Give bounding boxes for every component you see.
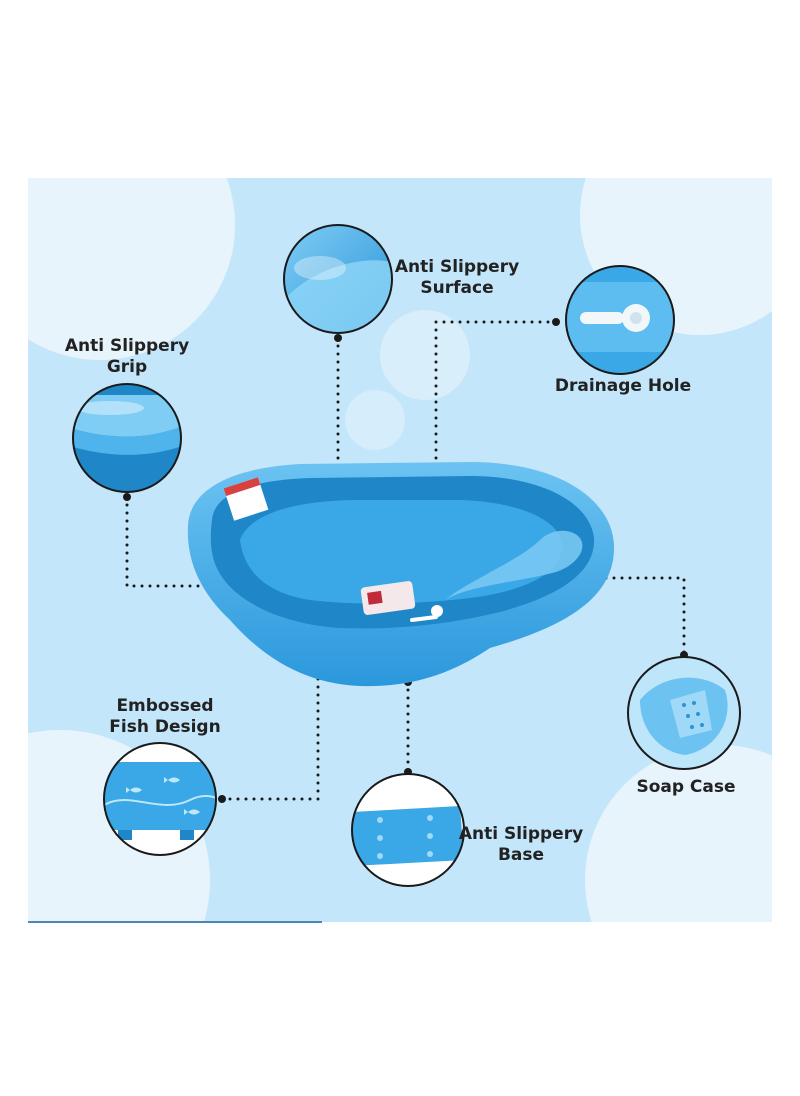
label-line: Embossed: [116, 696, 214, 716]
drain-plug-knob-center: [630, 312, 642, 324]
leader-dot: [218, 795, 226, 803]
grate-dot: [696, 712, 700, 716]
surface-highlight: [294, 256, 346, 280]
fish-panel-foot: [180, 830, 194, 840]
zoom-circle-grip: [72, 383, 182, 493]
fish-panel-foot: [118, 830, 132, 840]
zoom-circle-base: [351, 773, 465, 887]
soap-dish-closeup-icon: [640, 677, 728, 755]
base-foot: [427, 851, 433, 857]
brand-sticker: [360, 581, 416, 615]
label-line: Fish Design: [109, 717, 221, 737]
drain-plug-bar: [580, 312, 624, 324]
tub-surface-closeup-icon: [284, 256, 392, 333]
leader-fish: [220, 646, 320, 801]
brand-sticker-mark: [367, 590, 383, 605]
fish-mark: [126, 787, 142, 793]
leader-dot: [552, 318, 560, 326]
drain-plug-icon: [410, 605, 443, 622]
zoom-circle-border: [72, 383, 182, 493]
leader-dot: [334, 334, 342, 342]
bathtub-illustration: [187, 462, 615, 687]
label-line: Surface: [420, 278, 494, 298]
grate-dot: [690, 725, 694, 729]
base-foot: [377, 835, 383, 841]
bathtub-seat: [445, 530, 583, 600]
bubble-decoration: [345, 390, 405, 450]
grate-dot: [700, 723, 704, 727]
fish-mark: [184, 809, 200, 815]
grate-dot: [692, 701, 696, 705]
grip-highlight: [76, 401, 144, 415]
label-line: Drainage Hole: [554, 376, 692, 396]
bubble-decoration: [585, 745, 772, 922]
zoom-circle-border: [565, 265, 675, 375]
fish-wave: [104, 794, 216, 806]
zoom-circle-fish: [103, 742, 217, 856]
label-embossed-fish-design: Embossed Fish Design: [100, 696, 230, 738]
base-foot: [377, 817, 383, 823]
label-line: Anti Slippery: [394, 257, 520, 277]
leader-drainage: [434, 320, 558, 608]
label-line: Anti Slippery: [458, 824, 584, 844]
tub-rim-grip-closeup-icon: [73, 395, 181, 455]
base-foot: [427, 833, 433, 839]
zoom-circle-border: [283, 224, 393, 334]
label-anti-slippery-grip: Anti Slippery Grip: [62, 336, 192, 378]
label-line: Base: [497, 845, 545, 865]
warning-sticker-stripe: [223, 477, 261, 497]
bubble-decoration: [28, 178, 235, 360]
label-drainage-hole: Drainage Hole: [548, 376, 698, 397]
drain-plug-closeup-icon: [566, 282, 674, 352]
grip-rim: [73, 395, 181, 437]
tub-base-feet-closeup-icon: [352, 806, 464, 866]
drain-plug-head: [431, 605, 443, 617]
base-panel: [352, 806, 464, 866]
base-foot: [427, 815, 433, 821]
label-soap-case: Soap Case: [626, 777, 746, 798]
leader-soap: [556, 576, 686, 657]
grip-edge: [73, 425, 181, 455]
drain-plug-stem: [410, 615, 438, 622]
label-line: Grip: [106, 357, 148, 377]
base-foot: [377, 853, 383, 859]
grate-dot: [682, 703, 686, 707]
zoom-circle-border: [351, 773, 465, 887]
zoom-circle-border: [103, 742, 217, 856]
leader-dot: [123, 493, 131, 501]
fish-panel: [104, 762, 216, 830]
label-anti-slippery-base: Anti Slippery Base: [456, 824, 586, 866]
zoom-circle-soap: [627, 656, 741, 770]
zoom-circle-drainage: [565, 265, 675, 375]
zoom-circle-border: [627, 656, 741, 770]
label-anti-slippery-surface: Anti Slippery Surface: [392, 257, 522, 299]
label-line: Soap Case: [636, 777, 736, 797]
bubble-decoration: [380, 310, 470, 400]
label-line: Anti Slippery: [64, 336, 190, 356]
zoom-circle-surface: [283, 224, 393, 334]
grate-dot: [686, 714, 690, 718]
fish-mark: [164, 777, 180, 783]
fish-pattern-closeup-icon: [104, 762, 216, 840]
surface-ridge: [284, 260, 392, 333]
